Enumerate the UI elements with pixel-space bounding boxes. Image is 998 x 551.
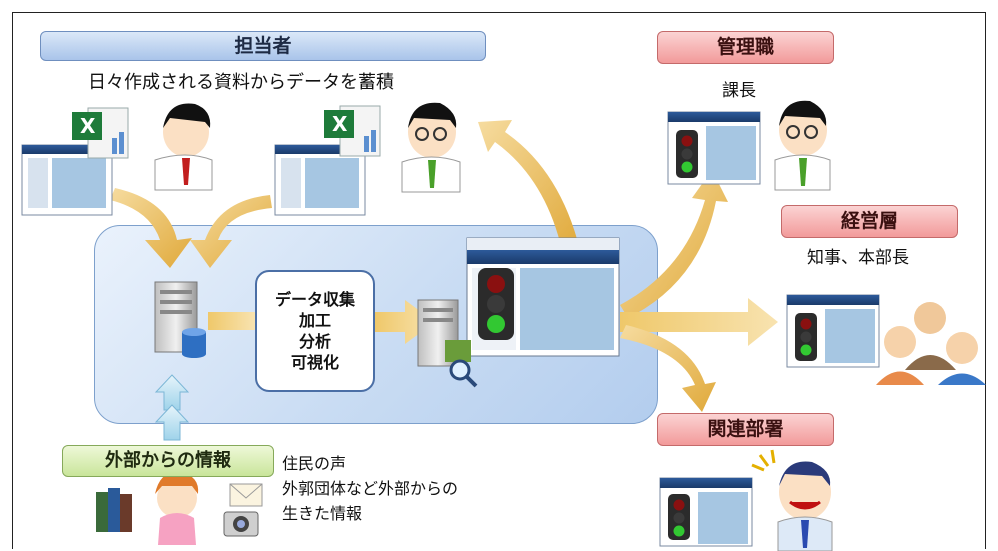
subtitle-kanri: 課長 (722, 81, 756, 101)
process-box: データ収集 加工 分析 可視化 (255, 270, 375, 392)
arrow-server-to-process (208, 312, 255, 330)
arrow-to-manager (620, 170, 728, 318)
traffic-light-icon (478, 268, 514, 340)
subtitle-tanto: 日々作成される資料からデータを蓄積 (88, 72, 394, 93)
svg-text:X: X (332, 112, 348, 136)
arrow-to-executive (620, 298, 778, 346)
excel-file-icon: X (72, 107, 129, 159)
process-line-1: データ収集 (274, 290, 355, 309)
traffic-light-icon (668, 494, 690, 540)
person-icon (774, 100, 831, 191)
dashboard-screenshot-manager (667, 111, 761, 185)
note-gaibu-2: 外郭団体など外部からの (282, 479, 459, 498)
diagram-frame (12, 12, 986, 549)
arrow-to-related-dept (620, 325, 716, 412)
process-line-4: 可視化 (290, 353, 339, 372)
subtitle-keiei: 知事、本部長 (807, 248, 909, 268)
note-gaibu-1: 住民の声 (282, 454, 347, 473)
camera-icon (223, 511, 259, 537)
mail-icon (229, 483, 263, 507)
database-icon (182, 328, 206, 358)
label-kanri: 管理職 (657, 31, 834, 64)
person-icon (154, 103, 213, 191)
process-line-2: 加工 (298, 311, 331, 330)
traffic-light-icon (795, 313, 817, 361)
dashboard-screenshot-staff2 (274, 144, 366, 216)
arrow-staff1-to-server (110, 188, 192, 268)
process-line-3: 分析 (298, 332, 331, 351)
note-gaibu-3: 生きた情報 (282, 504, 363, 523)
label-kanren: 関連部署 (657, 413, 834, 446)
dashboard-screenshot-staff1 (21, 144, 113, 216)
external-up-arrows (154, 374, 190, 441)
svg-text:X: X (80, 114, 96, 138)
magnifier-icon (445, 340, 478, 388)
label-tanto: 担当者 (40, 31, 486, 61)
person-icon (876, 302, 986, 385)
arrow-to-staff2 (478, 120, 580, 250)
excel-file-icon: X (324, 105, 381, 157)
arrow-staff2-to-server (190, 195, 272, 268)
label-gaibu: 外部からの情報 (62, 445, 274, 477)
person-icon (401, 102, 461, 193)
person-icon (155, 471, 199, 545)
traffic-light-icon (676, 130, 698, 178)
label-keiei: 経営層 (781, 205, 958, 238)
person-icon (751, 449, 833, 551)
books-icon (96, 488, 132, 532)
